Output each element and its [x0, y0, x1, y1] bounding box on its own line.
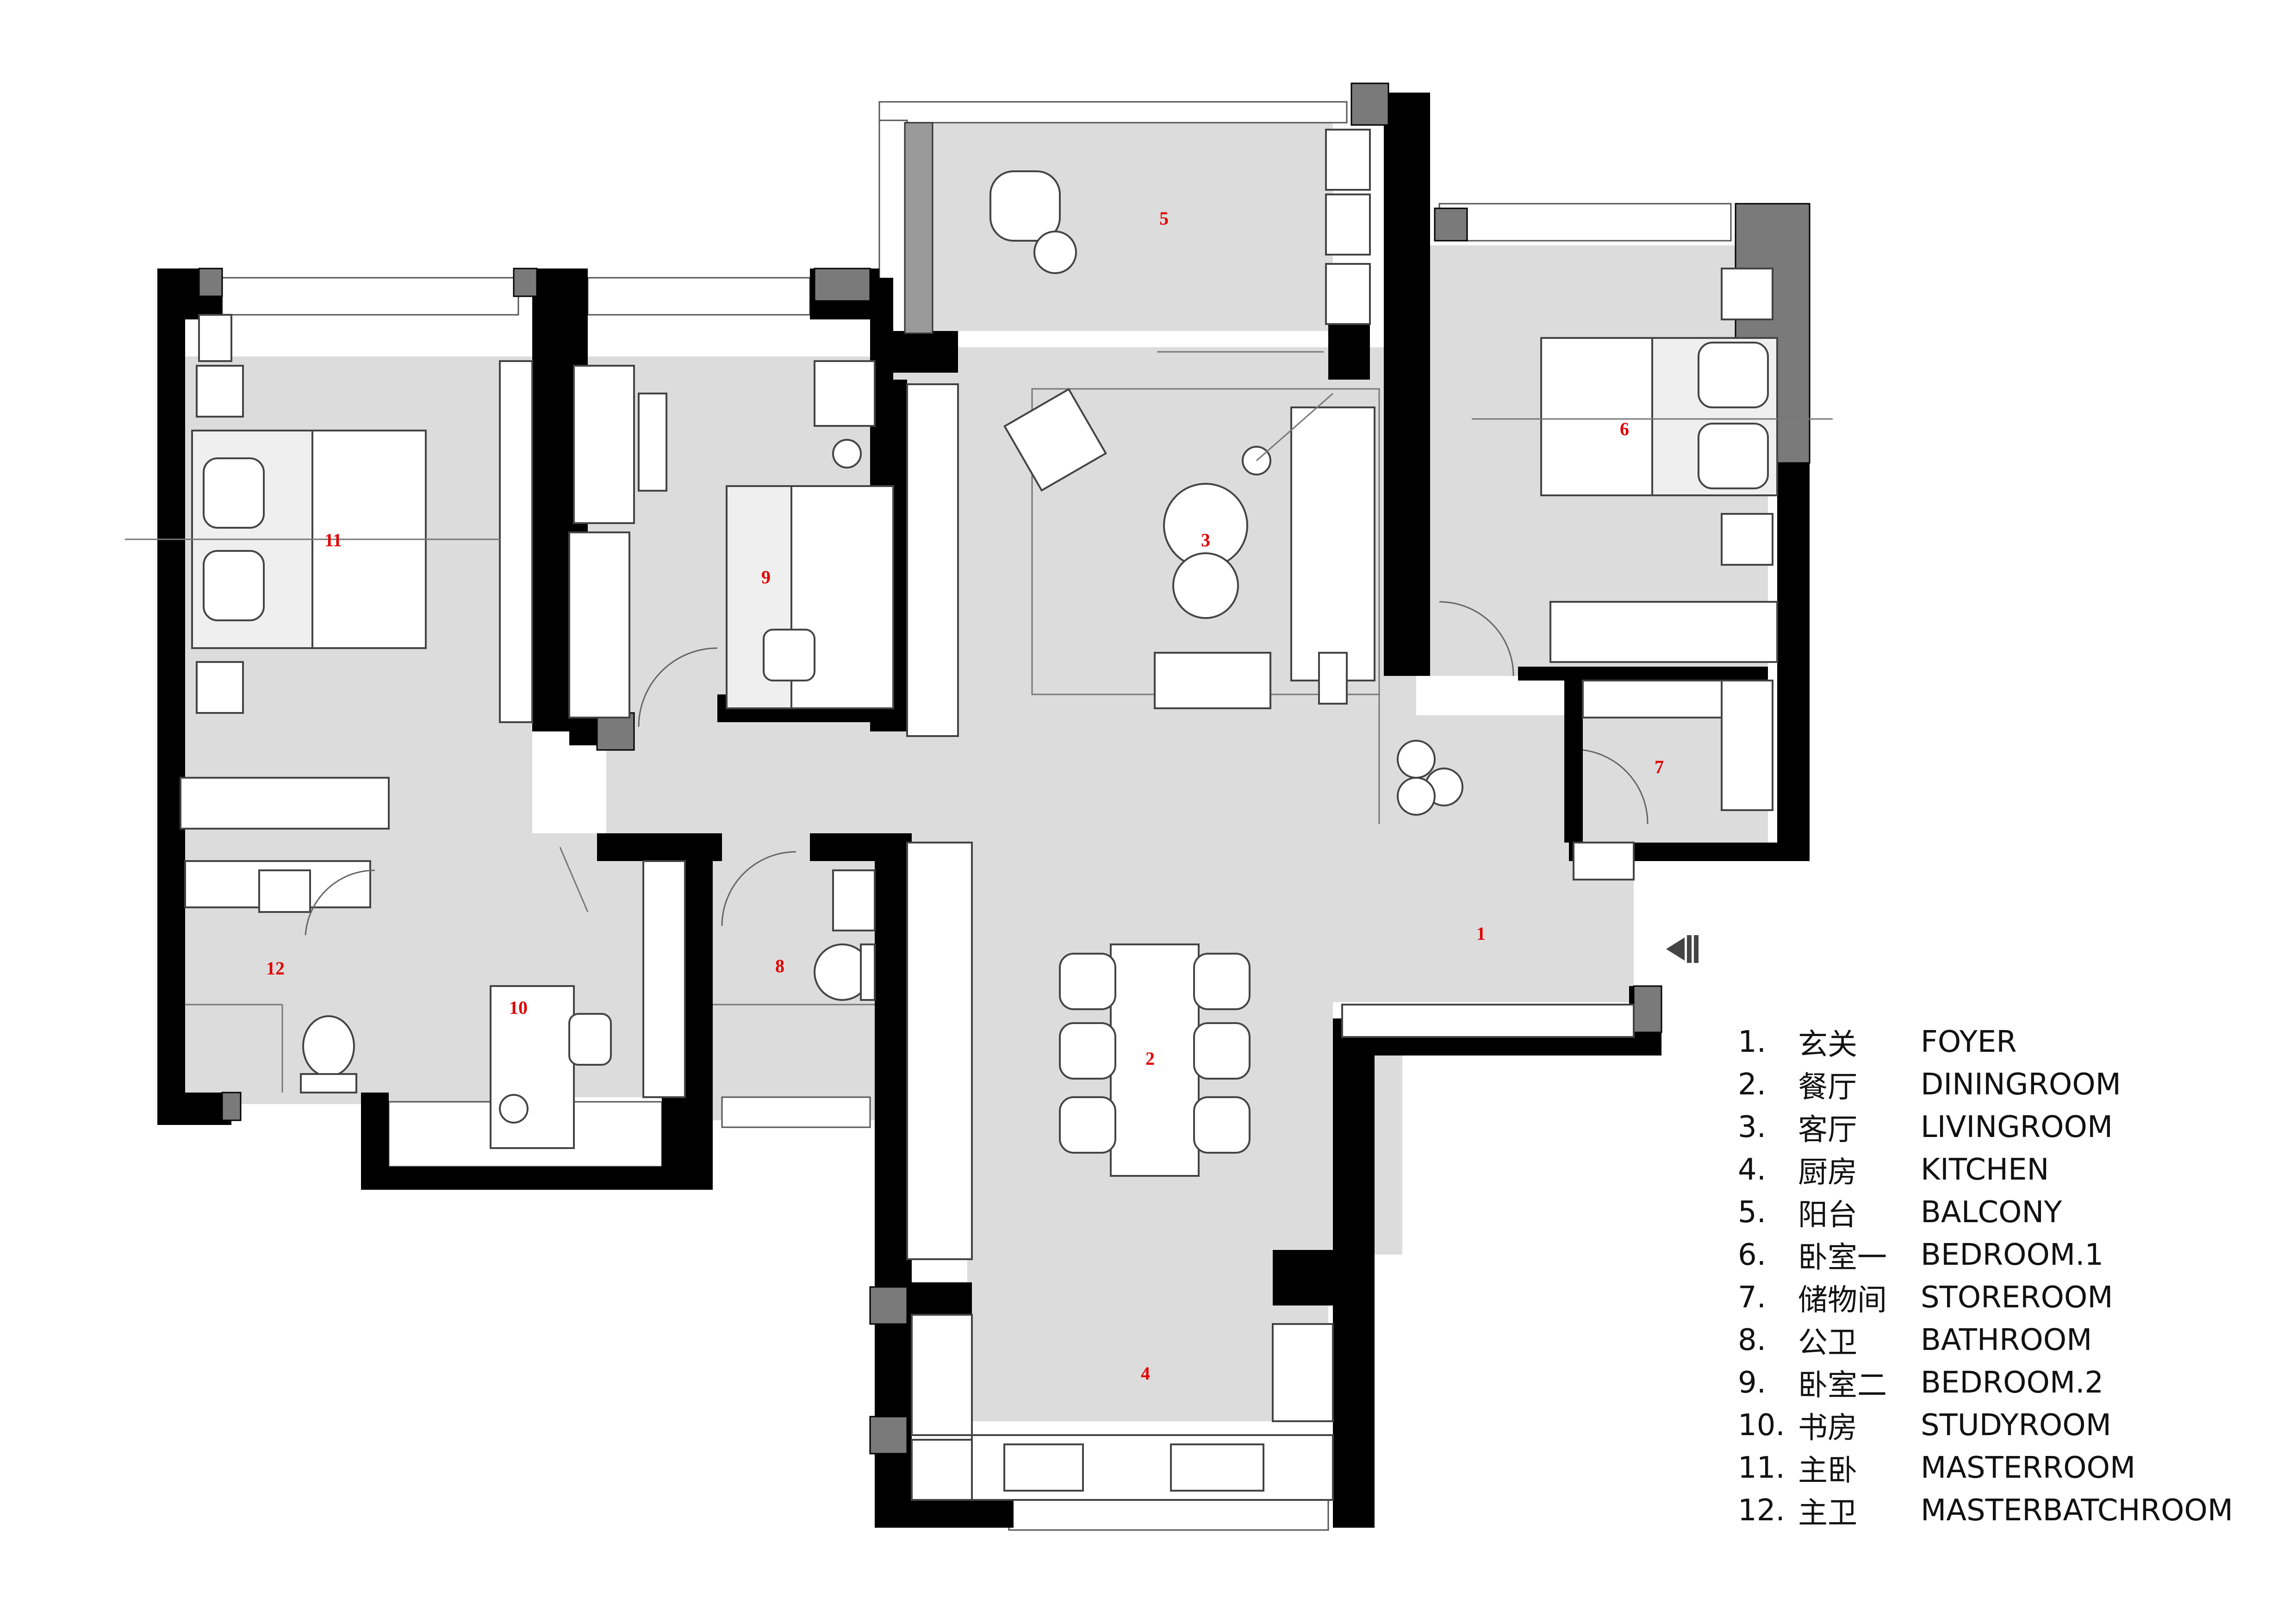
room-label-2: 2 — [1145, 1048, 1155, 1069]
studyroom-furniture — [490, 847, 686, 1149]
legend-number: 4. — [1738, 1153, 1767, 1187]
legend-english-name: STUDYROOM — [1921, 1408, 2111, 1443]
room-label-9: 9 — [761, 567, 771, 587]
legend-english-name: MASTERBATCHROOM — [1921, 1493, 2233, 1528]
legend-number: 12. — [1738, 1493, 1785, 1528]
livingroom-furniture — [1003, 387, 1380, 824]
legend-chinese-name: 玄关 — [1798, 1028, 1857, 1062]
legend-number: 2. — [1738, 1068, 1767, 1102]
legend-chinese-name: 厨房 — [1798, 1156, 1857, 1190]
room-label-7: 7 — [1655, 756, 1664, 777]
legend-english-name: KITCHEN — [1921, 1153, 2049, 1187]
legend-item-bathroom: 8. 公卫 BATHROOM — [1738, 1319, 2289, 1362]
legend-item-masterbathroom: 12. 主卫 MASTERBATCHROOM — [1738, 1489, 2289, 1532]
legend-item-diningroom: 2. 餐厅 DININGROOM — [1738, 1063, 2289, 1106]
legend-number: 8. — [1738, 1323, 1767, 1357]
legend-chinese-name: 卧室二 — [1798, 1368, 1887, 1403]
legend-english-name: BEDROOM.1 — [1921, 1238, 2104, 1272]
legend-chinese-name: 卧室一 — [1798, 1241, 1887, 1275]
legend-chinese-name: 阳台 — [1798, 1198, 1857, 1232]
legend-english-name: STOREROOM — [1921, 1280, 2113, 1315]
legend-english-name: FOYER — [1921, 1025, 2017, 1059]
floor-areas — [180, 123, 1768, 1421]
legend-chinese-name: 主卫 — [1798, 1496, 1857, 1530]
legend-chinese-name: 客厅 — [1798, 1113, 1857, 1147]
legend-chinese-name: 主卧 — [1798, 1454, 1857, 1488]
legend-item-livingroom: 3. 客厅 LIVINGROOM — [1738, 1106, 2289, 1149]
legend-item-bedroom2: 9. 卧室二 BEDROOM.2 — [1738, 1362, 2289, 1404]
room-label-6: 6 — [1620, 418, 1629, 439]
masterbath-furniture — [184, 860, 375, 1093]
legend-number: 9. — [1738, 1366, 1767, 1400]
bathroom-furniture — [713, 851, 876, 1006]
masterroom-furniture — [125, 314, 533, 830]
room-label-8: 8 — [775, 956, 784, 976]
legend-number: 3. — [1738, 1110, 1767, 1144]
legend-item-bedroom1: 6. 卧室一 BEDROOM.1 — [1738, 1234, 2289, 1276]
bedroom2-furniture — [568, 360, 959, 737]
room-label-11: 11 — [324, 530, 342, 550]
room-label-10: 10 — [509, 997, 528, 1018]
room-label-5: 5 — [1159, 208, 1169, 229]
legend-item-kitchen: 4. 厨房 KITCHEN — [1738, 1149, 2289, 1191]
room-legend: 1. 玄关 FOYER 2. 餐厅 DININGROOM 3. 客厅 LIVIN… — [1738, 1021, 2289, 1532]
room-label-1: 1 — [1476, 923, 1486, 944]
room-label-12: 12 — [266, 958, 285, 979]
legend-number: 5. — [1738, 1195, 1767, 1230]
kitchen-furniture — [911, 1314, 1334, 1501]
legend-item-storeroom: 7. 储物间 STOREROOM — [1738, 1276, 2289, 1319]
legend-number: 7. — [1738, 1280, 1767, 1315]
bedroom1-furniture — [1439, 268, 1833, 676]
legend-english-name: MASTERROOM — [1921, 1451, 2136, 1485]
legend-chinese-name: 公卫 — [1798, 1326, 1857, 1360]
legend-item-masterroom: 11. 主卧 MASTERROOM — [1738, 1447, 2289, 1489]
entry-arrow-icon — [1666, 935, 1699, 963]
balcony-furniture — [904, 122, 1371, 353]
storeroom-furniture — [1573, 680, 1773, 881]
legend-english-name: BATHROOM — [1921, 1323, 2092, 1357]
legend-number: 10. — [1738, 1408, 1785, 1443]
legend-number: 6. — [1738, 1238, 1767, 1272]
legend-number: 11. — [1738, 1451, 1785, 1485]
room-label-3: 3 — [1201, 530, 1210, 550]
dining-furniture — [906, 842, 1635, 1260]
foyer-plant — [1397, 740, 1463, 816]
legend-item-foyer: 1. 玄关 FOYER — [1738, 1021, 2289, 1063]
legend-english-name: BALCONY — [1921, 1195, 2062, 1230]
room-label-4: 4 — [1141, 1363, 1150, 1384]
legend-english-name: BEDROOM.2 — [1921, 1366, 2104, 1400]
legend-chinese-name: 餐厅 — [1798, 1070, 1857, 1105]
legend-chinese-name: 书房 — [1798, 1411, 1857, 1445]
legend-number: 1. — [1738, 1025, 1767, 1059]
legend-item-studyroom: 10. 书房 STUDYROOM — [1738, 1404, 2289, 1447]
legend-chinese-name: 储物间 — [1798, 1283, 1887, 1318]
legend-item-balcony: 5. 阳台 BALCONY — [1738, 1191, 2289, 1234]
room-labels: 1 2 3 4 5 6 7 8 9 10 11 12 — [266, 208, 1664, 1384]
legend-english-name: LIVINGROOM — [1921, 1110, 2113, 1144]
legend-english-name: DININGROOM — [1921, 1068, 2121, 1102]
